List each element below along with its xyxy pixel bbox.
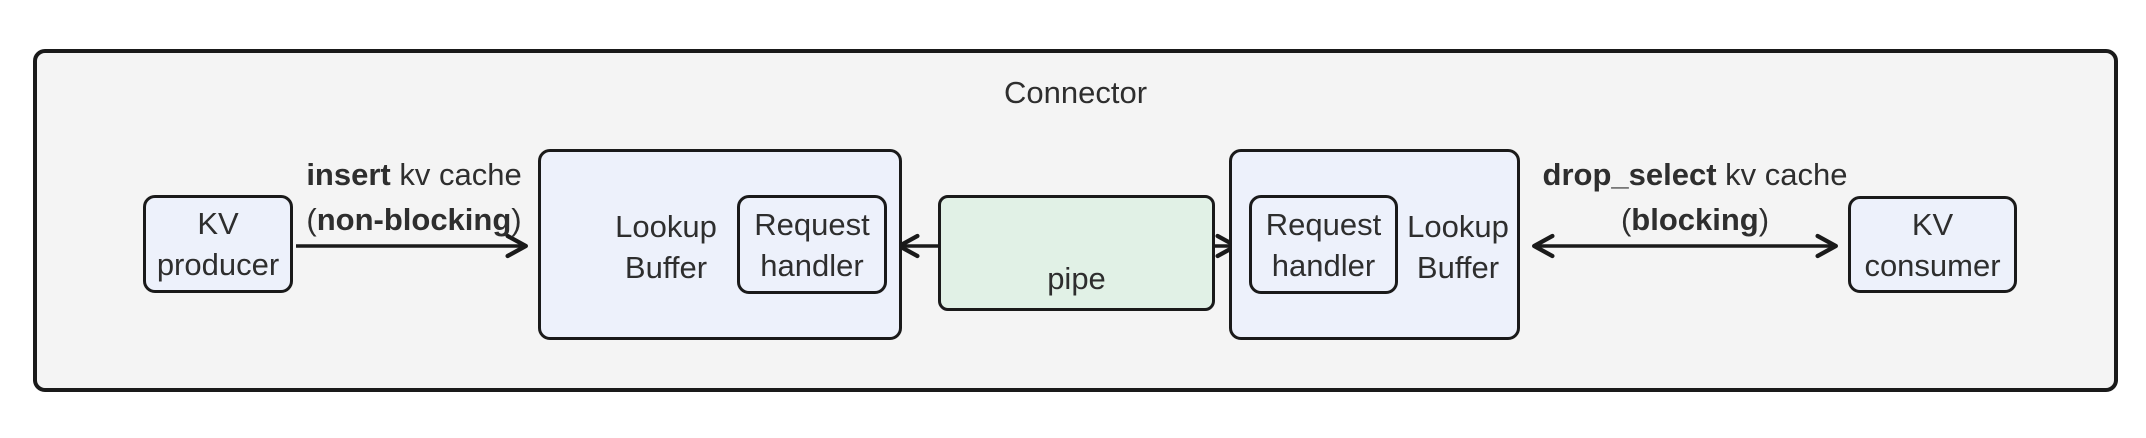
kv-consumer-node: KV consumer bbox=[1848, 196, 2017, 293]
insert-paren-close: ) bbox=[511, 202, 522, 237]
kv-consumer-label-line1: KV bbox=[1911, 206, 1954, 242]
insert-edge-label: insert kv cache (non-blocking) bbox=[264, 152, 564, 242]
kv-producer-node: KV producer bbox=[143, 195, 293, 293]
request-handler-left-line1: Request bbox=[754, 206, 870, 242]
drop-select-paren-open: ( bbox=[1620, 202, 1632, 237]
lookup-buffer-left-line2: Buffer bbox=[624, 250, 708, 285]
request-handler-left-node: Request handler bbox=[737, 195, 887, 294]
lookup-buffer-right-label: Lookup Buffer bbox=[1358, 206, 1558, 288]
kv-consumer-label-line2: consumer bbox=[1864, 247, 2001, 283]
request-handler-right-node: Request handler bbox=[1249, 195, 1398, 294]
drop-select-verb: drop_select bbox=[1542, 157, 1717, 192]
drop-select-object: kv cache bbox=[1716, 157, 1848, 192]
drop-select-mode: blocking bbox=[1631, 202, 1759, 237]
insert-mode: non-blocking bbox=[316, 202, 512, 237]
insert-verb: insert bbox=[306, 157, 391, 192]
drop-select-edge-label-line1: drop_select kv cache bbox=[1535, 152, 1855, 197]
pipe-label: pipe bbox=[1047, 261, 1106, 296]
lookup-buffer-left-line1: Lookup bbox=[615, 209, 717, 244]
lookup-buffer-left-label: Lookup Buffer bbox=[566, 206, 766, 288]
pipe-node bbox=[938, 195, 1215, 311]
drop-select-edge-label: drop_select kv cache (blocking) bbox=[1535, 152, 1855, 242]
lookup-buffer-right-line1: Lookup bbox=[1407, 209, 1509, 244]
insert-object: kv cache bbox=[390, 157, 522, 192]
kv-producer-label-line1: KV bbox=[197, 206, 239, 241]
lookup-buffer-right-line2: Buffer bbox=[1416, 250, 1500, 285]
drop-select-edge-label-line2: (blocking) bbox=[1535, 197, 1855, 242]
insert-edge-label-line1: insert kv cache bbox=[264, 152, 564, 197]
request-handler-right-line2: handler bbox=[1271, 247, 1376, 283]
insert-edge-label-line2: (non-blocking) bbox=[264, 197, 564, 242]
drop-select-paren-close: ) bbox=[1758, 202, 1770, 237]
request-handler-left-line2: handler bbox=[760, 247, 864, 283]
diagram-title: Connector bbox=[1003, 75, 1148, 110]
insert-paren-open: ( bbox=[306, 202, 317, 237]
kv-producer-label-line2: producer bbox=[156, 247, 280, 282]
request-handler-right-line1: Request bbox=[1265, 206, 1382, 242]
